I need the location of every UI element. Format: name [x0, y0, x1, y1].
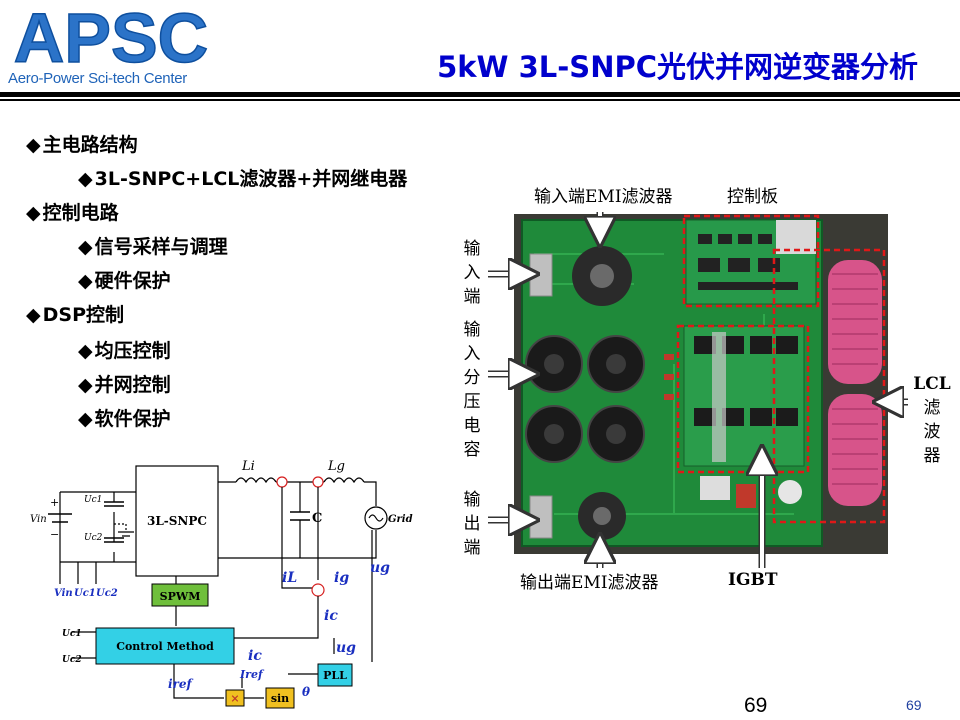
svg-text:Lg: Lg [327, 459, 345, 474]
svg-text:SPWM: SPWM [160, 590, 201, 603]
page-number: 69 [744, 694, 768, 717]
outline-text: DSP控制 [42, 304, 125, 326]
svg-text:Uc1: Uc1 [74, 588, 96, 599]
pll-block [317, 663, 353, 687]
label-igbt: IGBT [728, 570, 778, 590]
svg-text:Uc2: Uc2 [62, 655, 82, 665]
summing-node [311, 583, 325, 597]
control-method-block [95, 627, 235, 665]
inductor-lg [323, 477, 365, 484]
outline-item: ◆硬件保护 [78, 266, 171, 293]
spwm-block [151, 583, 209, 607]
diamond-bullet-icon: ◆ [78, 270, 93, 292]
page-number-small: 69 [906, 697, 922, 713]
outline-item: ◆主电路结构 [26, 130, 138, 157]
logo-text: APSC [14, 4, 208, 70]
diamond-bullet-icon: ◆ [78, 168, 93, 190]
current-sensor-il [276, 476, 288, 488]
control-diagram: 3L-SNPC SPWM Control Method PLL sin × Li… [30, 459, 413, 709]
label-input-terminal: 输入端 [463, 239, 481, 307]
multiplier-block [225, 689, 245, 707]
logo-subtitle: Aero-Power Sci-tech Center [8, 70, 187, 87]
logo-letters: APSC [6, 4, 216, 70]
diamond-bullet-icon: ◆ [26, 202, 41, 224]
callout-arrows [488, 212, 908, 568]
svg-text:PLL: PLL [323, 669, 347, 682]
outline-text: 软件保护 [94, 408, 171, 430]
igbt-highlight [676, 324, 810, 474]
svg-text:Li: Li [241, 459, 255, 474]
outline-item: ◆软件保护 [78, 404, 171, 431]
label-output-terminal: 输出端 [463, 490, 481, 558]
control-board-highlight [682, 214, 820, 308]
inverter-photo [514, 214, 888, 554]
outline-item: ◆信号采样与调理 [78, 232, 228, 259]
svg-text:ic: ic [248, 648, 262, 664]
outline-item: ◆均压控制 [78, 336, 171, 363]
label-output-emi-filter: 输出端EMI滤波器 [520, 573, 659, 593]
outline-text: 控制电路 [42, 202, 119, 224]
label-input-emi-filter: 输入端EMI滤波器 [534, 187, 673, 207]
sin-block [265, 687, 295, 709]
label-control-board: 控制板 [727, 187, 778, 207]
svg-text:sin: sin [271, 692, 289, 705]
svg-text:iL: iL [282, 570, 297, 586]
svg-text:Control Method: Control Method [116, 640, 214, 653]
header-rule-thick [0, 92, 960, 97]
outline-text: 硬件保护 [94, 270, 171, 292]
svg-text:C: C [312, 511, 322, 526]
svg-text:ug: ug [336, 640, 356, 656]
diamond-bullet-icon: ◆ [26, 134, 41, 156]
outline-item: ◆并网控制 [78, 370, 171, 397]
diamond-bullet-icon: ◆ [78, 236, 93, 258]
svg-text:−: − [50, 528, 59, 541]
svg-text:θ: θ [302, 685, 310, 699]
inverter-block [135, 465, 219, 577]
diamond-bullet-icon: ◆ [78, 374, 93, 396]
grid-source [364, 506, 388, 530]
inductor-li [235, 477, 277, 484]
svg-text:Uc1: Uc1 [62, 629, 82, 639]
outline-text: 并网控制 [94, 374, 171, 396]
svg-text:ig: ig [334, 570, 349, 586]
label-input-divider-caps: 输入分 压电容 [463, 320, 481, 460]
svg-text:Uc2: Uc2 [96, 588, 118, 599]
svg-text:Vin: Vin [30, 514, 47, 525]
slide-title: 5kW 3L-SNPC光伏并网逆变器分析 [437, 50, 918, 84]
svg-text:ug: ug [370, 560, 390, 576]
outline-text: 均压控制 [94, 340, 171, 362]
svg-text:+: + [50, 496, 59, 509]
svg-text:Uc2: Uc2 [84, 533, 103, 543]
svg-text:Vin: Vin [54, 588, 73, 599]
lcl-inductor-bottom [828, 394, 882, 506]
svg-text:ic: ic [324, 608, 338, 624]
svg-text:×: × [230, 692, 239, 705]
apsc-logo: APSC Aero-Power Sci-tech Center [6, 4, 218, 92]
svg-text:Iref: Iref [239, 668, 265, 681]
outline-text: 信号采样与调理 [94, 236, 228, 258]
outline-text: 主电路结构 [42, 134, 138, 156]
outline-item: ◆3L-SNPC+LCL滤波器+并网继电器 [78, 164, 407, 191]
svg-text:Uc1: Uc1 [84, 495, 102, 505]
lcl-inductor-top [828, 260, 882, 384]
diamond-bullet-icon: ◆ [78, 408, 93, 430]
outline-item: ◆DSP控制 [26, 300, 124, 327]
svg-text:iref: iref [168, 677, 194, 691]
current-sensor-ig [312, 476, 324, 488]
header-rule-thin [0, 99, 960, 101]
svg-text:Grid: Grid [388, 514, 413, 525]
diamond-bullet-icon: ◆ [26, 304, 41, 326]
diamond-bullet-icon: ◆ [78, 340, 93, 362]
outline-item: ◆控制电路 [26, 198, 119, 225]
svg-text:3L-SNPC: 3L-SNPC [147, 514, 207, 528]
outline-text: 3L-SNPC+LCL滤波器+并网继电器 [94, 168, 408, 190]
